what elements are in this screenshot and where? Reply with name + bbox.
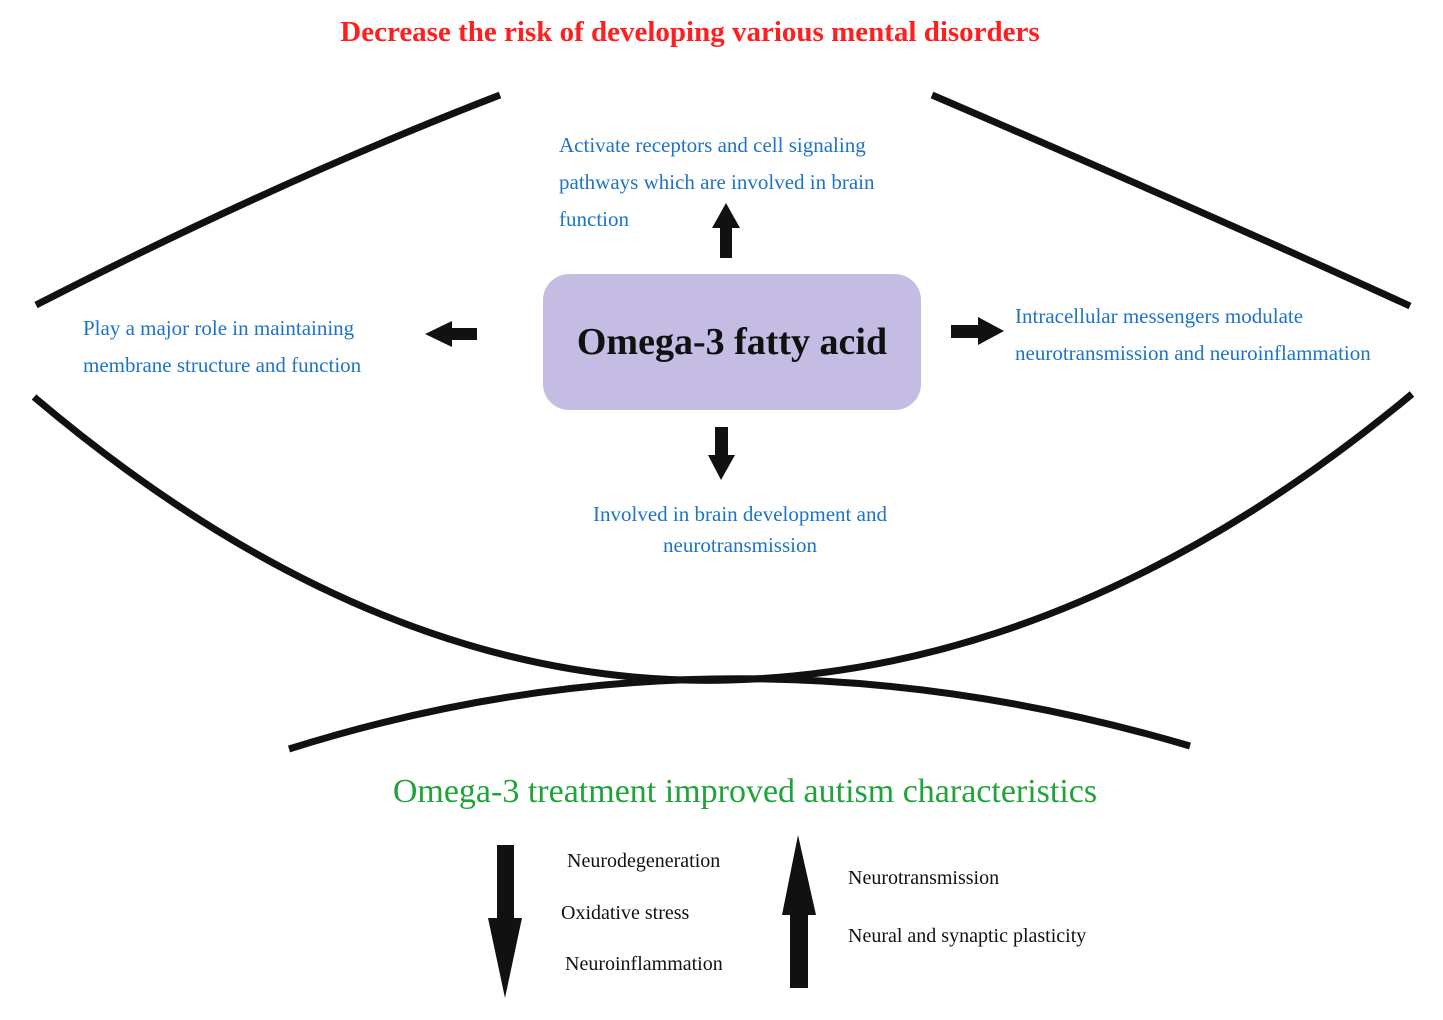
right-arrow bbox=[951, 317, 1004, 345]
effect-bottom-text: Involved in brain development and neurot… bbox=[593, 502, 887, 557]
decreased-item: Neurodegeneration bbox=[567, 850, 721, 872]
big-down-arrow bbox=[488, 845, 522, 998]
left-arrow bbox=[425, 321, 477, 347]
effect-left-text: Play a major role in maintaining membran… bbox=[83, 316, 362, 377]
upper-left-curve bbox=[34, 91, 502, 309]
up-arrow bbox=[712, 203, 740, 258]
big-up-arrow bbox=[782, 835, 816, 988]
top-title: Decrease the risk of developing various … bbox=[340, 16, 1040, 48]
increased-item: Neural and synaptic plasticity bbox=[848, 925, 1087, 947]
lower-arch-curve bbox=[287, 675, 1191, 753]
bottom-title: Omega-3 treatment improved autism charac… bbox=[392, 773, 1098, 810]
decreased-item: Oxidative stress bbox=[561, 902, 690, 924]
effect-top-text: Activate receptors and cell signaling pa… bbox=[559, 133, 875, 231]
increased-item: Neurotransmission bbox=[848, 867, 1000, 889]
center-label: Omega-3 fatty acid bbox=[576, 321, 888, 363]
down-arrow bbox=[708, 427, 735, 480]
omega3-center-box: Omega-3 fatty acid bbox=[543, 274, 921, 410]
effect-right-text: Intracellular messengers modulate neurot… bbox=[1015, 304, 1371, 365]
upper-right-curve bbox=[930, 91, 1412, 310]
decreased-item: Neuroinflammation bbox=[565, 953, 723, 975]
